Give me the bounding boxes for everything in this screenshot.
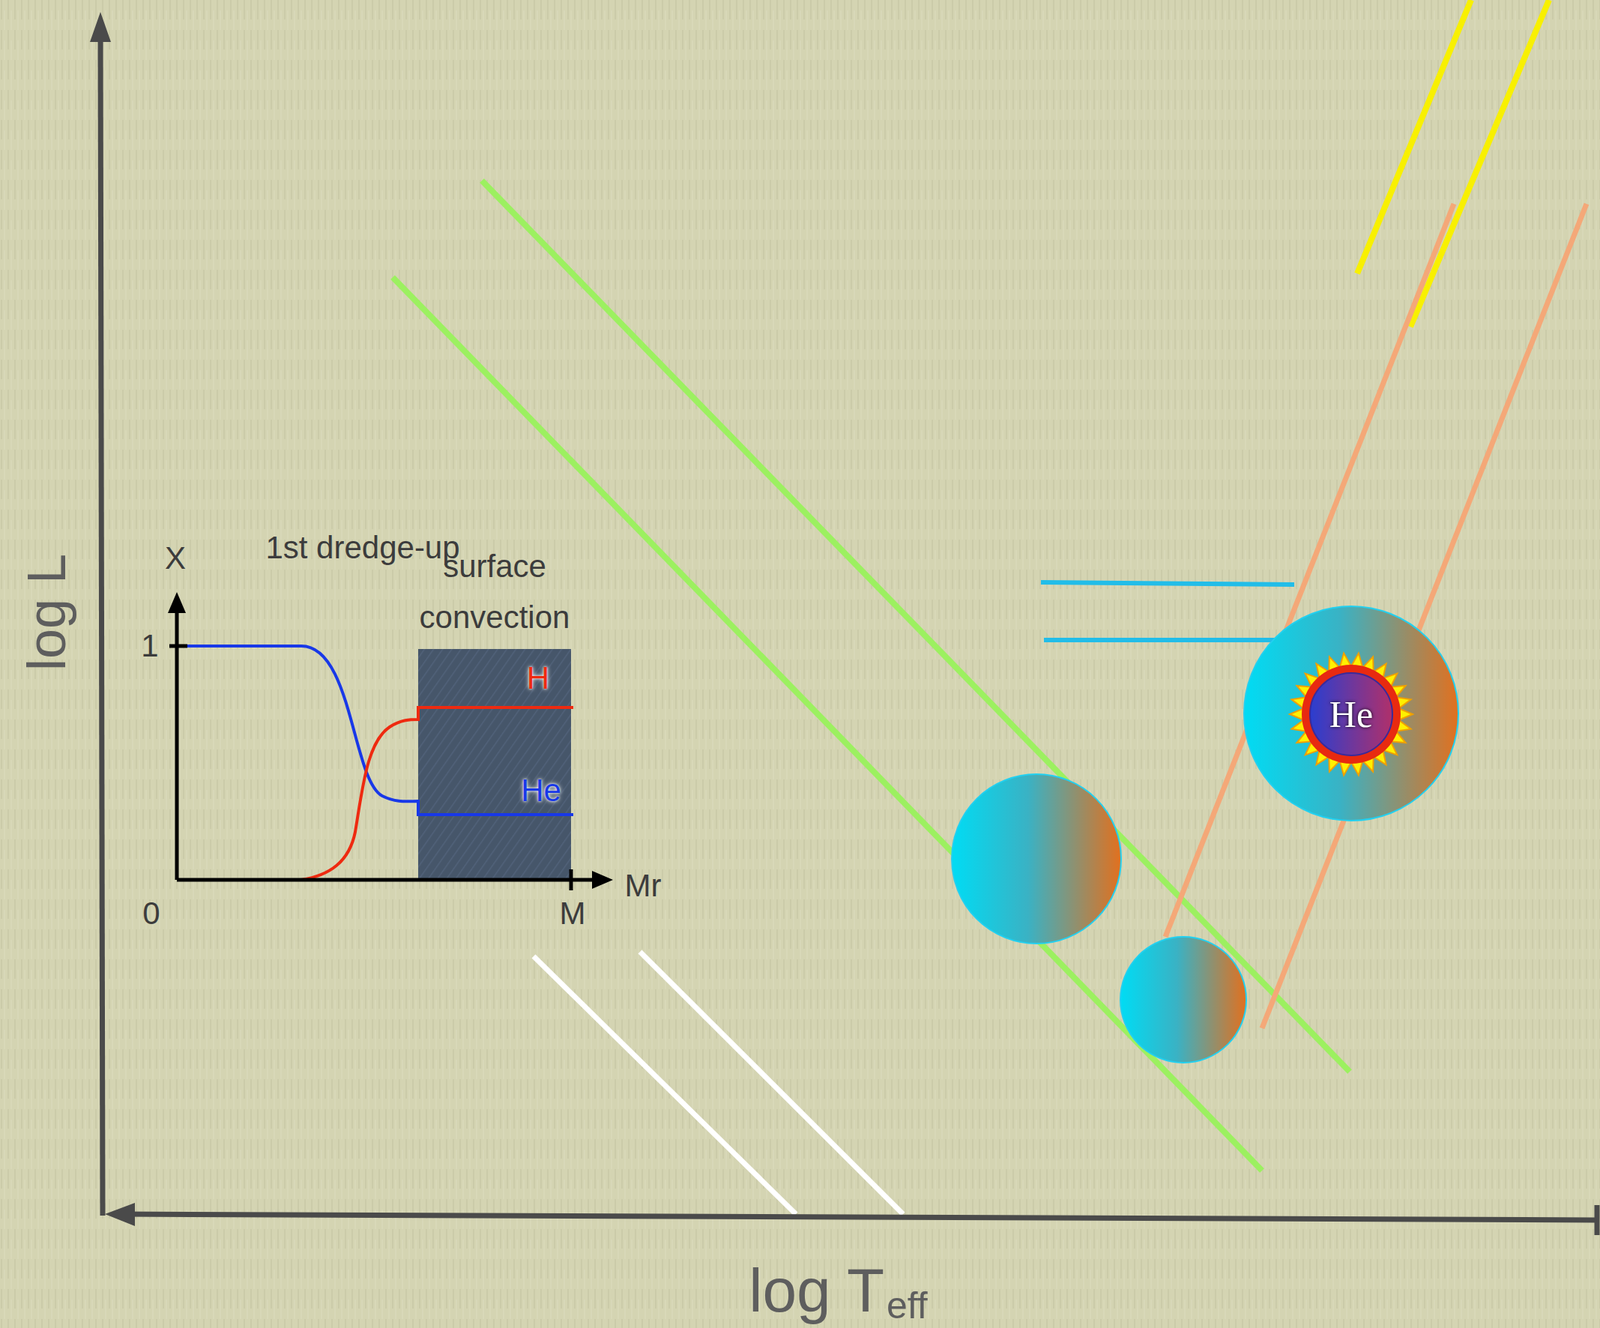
main-sequence-band xyxy=(392,180,1350,1171)
helium-profile xyxy=(176,645,574,815)
red-giant-star xyxy=(1244,606,1459,821)
subgiant-star xyxy=(951,774,1122,944)
shell-ring xyxy=(1301,664,1401,764)
tick-label: 1 xyxy=(140,630,159,662)
convection-zone: surface convectionHHe xyxy=(418,648,572,880)
agb-band xyxy=(1357,0,1550,327)
hydrogen-profile xyxy=(301,707,574,880)
tick-label: M xyxy=(559,897,587,930)
shell-spikes xyxy=(1289,653,1413,776)
shell-burning xyxy=(1289,653,1413,776)
inset-axis-label: Mr xyxy=(625,870,662,902)
red-giant-branch xyxy=(1165,203,1587,1029)
x-arrowhead xyxy=(104,1202,135,1227)
axis-title: log L xyxy=(19,553,74,671)
axis-subscript: eff xyxy=(886,1286,928,1325)
axis-title: log T xyxy=(748,1259,885,1322)
white-dwarf-tracks xyxy=(533,951,904,1215)
inset-y-arrowhead xyxy=(167,592,186,614)
inset-title: 1st dredge-up xyxy=(265,532,460,564)
element-label: H xyxy=(526,662,550,694)
convection-zone-fill xyxy=(418,648,572,880)
helium-core: He xyxy=(1308,671,1394,757)
y-arrowhead xyxy=(89,11,111,42)
inset-x-arrowhead xyxy=(592,870,614,889)
inset-axes xyxy=(169,608,596,891)
tick-label: 0 xyxy=(142,897,160,930)
inset-axis-label: X xyxy=(164,542,186,575)
main-sequence-star xyxy=(1120,936,1247,1063)
element-label: He xyxy=(520,774,562,807)
main-axes xyxy=(100,29,1598,1236)
element-label: He xyxy=(1329,695,1373,733)
horizontal-branch xyxy=(1040,582,1295,640)
